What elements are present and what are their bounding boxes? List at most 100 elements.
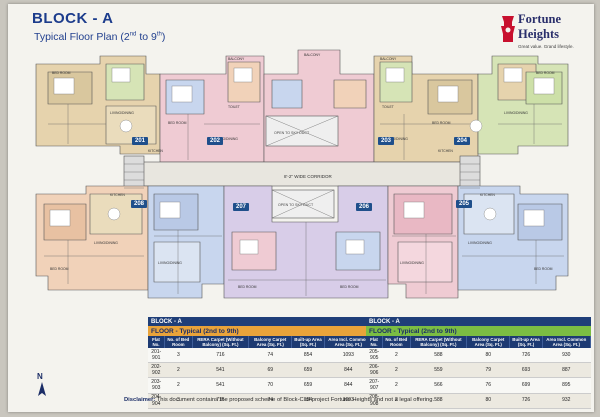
- cell: 74: [248, 393, 292, 409]
- cell: 79: [466, 362, 510, 379]
- col-header: Area Incl. Common Area (Sq. Ft.): [324, 336, 374, 348]
- col-header: RERA Carpet (Without Balcony) (Sq. Ft.): [192, 336, 250, 348]
- cell: 76: [466, 377, 510, 394]
- table-floor-label: FLOOR - Typical (2nd to 9th): [148, 326, 373, 336]
- unit-badge-208: 208: [131, 200, 148, 208]
- cell: 541: [192, 362, 249, 379]
- disclaimer: Disclaimer: This document contains the p…: [124, 397, 435, 403]
- area-table-2: BLOCK - A FLOOR - Typical (2nd to 9th) F…: [366, 317, 592, 409]
- cell: 930: [542, 348, 591, 364]
- room-label: KITCHEN: [480, 193, 495, 197]
- table-block-label: BLOCK - A: [366, 317, 591, 326]
- cell: 2: [382, 362, 411, 379]
- cell: 208-908: [366, 393, 383, 409]
- room-label: BALCONY: [380, 57, 397, 61]
- logo-tagline: Great value. Grand lifestyle.: [518, 44, 574, 49]
- cell: 206-906: [366, 362, 383, 379]
- cell: 74: [248, 348, 292, 364]
- table-block-label: BLOCK - A: [148, 317, 373, 326]
- room-label: BED ROOM: [50, 267, 69, 271]
- cell: 887: [542, 362, 591, 379]
- room-label: LIVING/DINING: [384, 137, 408, 141]
- col-header: Balcony Carpet Area (Sq. Ft.): [248, 336, 293, 348]
- col-header: Built-up Area (Sq. Ft.): [291, 336, 325, 348]
- cell: 2: [164, 362, 193, 379]
- unit-badge-201: 201: [132, 137, 149, 145]
- unit-badge-204: 204: [454, 137, 471, 145]
- col-header: RERA Carpet (Without Balcony) (Sq. Ft.): [410, 336, 468, 348]
- cell: 2: [382, 348, 411, 364]
- floor-plan-drawing: 8'-2" WIDE CORRIDOR OPEN TO SKY DUCT OPE…: [35, 49, 569, 299]
- col-header: No. of Bed Room: [382, 336, 411, 348]
- unit-badge-203: 203: [378, 137, 395, 145]
- logo-icon: [501, 16, 515, 42]
- north-label: N: [37, 372, 43, 381]
- col-header: Flat No.: [366, 336, 383, 348]
- logo-line2: Heights: [518, 27, 559, 41]
- cell: 559: [410, 362, 467, 379]
- unit-badge-207: 207: [233, 203, 250, 211]
- duct-label-bottom: OPEN TO SKY DUCT: [278, 203, 314, 207]
- room-label: LIVING/DINING: [94, 241, 118, 245]
- cell: 207-907: [366, 377, 383, 394]
- room-label: BED ROOM: [238, 285, 257, 289]
- cell: 80: [466, 348, 510, 364]
- fortune-heights-logo: Fortune Heights Great value. Grand lifes…: [498, 10, 588, 60]
- cell: 854: [291, 393, 325, 409]
- cell: 541: [192, 377, 249, 394]
- corridor-label: 8'-2" WIDE CORRIDOR: [284, 174, 332, 179]
- room-label: BALCONY: [304, 53, 321, 57]
- block-title: BLOCK - A: [32, 10, 114, 27]
- cell: 202-902: [148, 362, 165, 379]
- cell: 3: [164, 393, 193, 409]
- room-label: BED ROOM: [168, 121, 187, 125]
- cell: 1093: [324, 348, 373, 364]
- room-label: LIVING/DINING: [468, 241, 492, 245]
- cell: 716: [192, 348, 249, 364]
- room-label: LIVING/DINING: [214, 137, 238, 141]
- cell: 932: [542, 393, 591, 409]
- cell: 588: [410, 348, 467, 364]
- cell: 2: [382, 393, 411, 409]
- cell: 844: [324, 377, 373, 394]
- cell: 716: [192, 393, 249, 409]
- room-label: KITCHEN: [148, 149, 163, 153]
- plan-title: Typical Floor Plan (2nd to 9th): [34, 31, 166, 43]
- cell: 2: [382, 377, 411, 394]
- room-label: KITCHEN: [110, 193, 125, 197]
- room-label: KITCHEN: [438, 149, 453, 153]
- cell: 726: [509, 348, 543, 364]
- area-table-1: BLOCK - A FLOOR - Typical (2nd to 9th) F…: [148, 317, 374, 409]
- room-label: BALCONY: [228, 57, 245, 61]
- table-floor-label: FLOOR - Typical (2nd to 9th): [366, 326, 591, 336]
- room-label: LIVING/DINING: [110, 111, 134, 115]
- cell: 854: [291, 348, 325, 364]
- cell: 659: [291, 362, 325, 379]
- cell: 699: [509, 377, 543, 394]
- cell: 80: [466, 393, 510, 409]
- logo-line1: Fortune: [518, 12, 562, 26]
- room-label: BED ROOM: [340, 285, 359, 289]
- cell: 70: [248, 377, 292, 394]
- col-header: Area Incl. Common Area (Sq. Ft.): [542, 336, 592, 348]
- room-label: BED ROOM: [534, 267, 553, 271]
- brochure-sheet: BLOCK - A Typical Floor Plan (2nd to 9th…: [8, 4, 594, 412]
- room-label: BED ROOM: [52, 71, 71, 75]
- duct-label-top: OPEN TO SKY DUCT: [274, 131, 310, 135]
- cell: 204-904: [148, 393, 165, 409]
- cell: 203-903: [148, 377, 165, 394]
- north-arrow-icon: N: [34, 372, 50, 400]
- cell: 659: [291, 377, 325, 394]
- unit-badge-205: 205: [456, 200, 473, 208]
- cell: 69: [248, 362, 292, 379]
- col-header: Balcony Carpet Area (Sq. Ft.): [466, 336, 511, 348]
- room-label: LIVING/DINING: [504, 111, 528, 115]
